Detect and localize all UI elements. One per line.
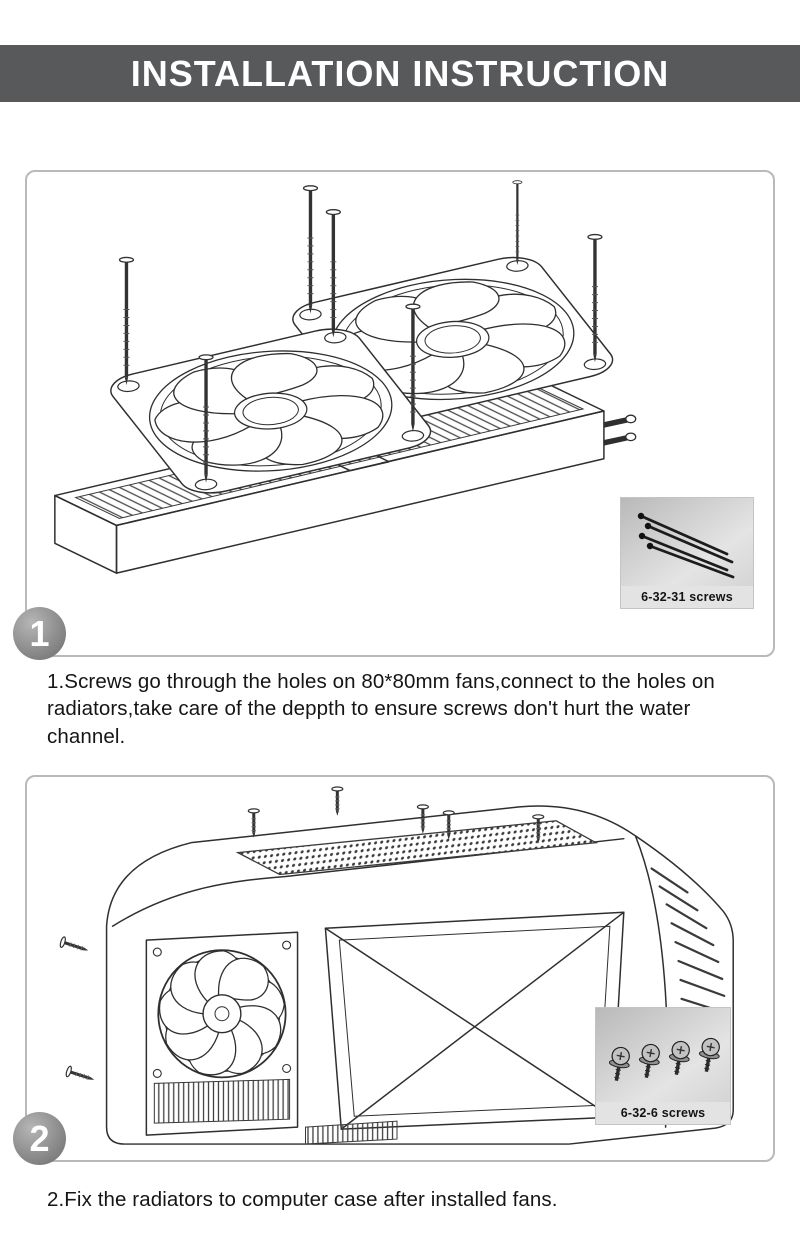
fans-radiator-exploded-diagram (54, 179, 637, 574)
computer-case-illustration (105, 805, 734, 1145)
screws-label-1: 6-32-31 screws (621, 586, 753, 608)
screws-photo-inset-2: 6-32-6 screws (596, 1008, 730, 1124)
radiator-fittings (603, 414, 637, 446)
side-window (324, 911, 625, 1130)
drive-bay (305, 1120, 398, 1145)
computer-case-radiator-install-diagram (57, 785, 734, 1145)
step-number-badge-2: 2 (13, 1112, 66, 1165)
page-title: INSTALLATION INSTRUCTION (130, 52, 670, 94)
title-banner: INSTALLATION INSTRUCTION (0, 45, 800, 102)
fan-left-illustration (101, 323, 440, 498)
short-screws-photo (608, 1037, 720, 1081)
installed-radiator-fan (145, 931, 299, 1136)
front-bezel-grill (650, 867, 727, 1014)
screws-photo-inset-1: 6-32-31 screws (621, 498, 753, 608)
step-2-figure-frame: 6-32-6 screws 2 (13, 775, 775, 1165)
step-2-caption: 2.Fix the radiators to computer case aft… (47, 1188, 558, 1211)
pan-head-screws (608, 1037, 720, 1081)
step-number-badge-1: 1 (13, 607, 66, 660)
long-screws-photo (637, 512, 735, 579)
step-1-caption: 1.Screws go through the holes on 80*80mm… (47, 670, 715, 748)
step-1-figure-frame: 6-32-31 screws 1 (13, 170, 775, 660)
top-mesh-vent (235, 820, 599, 876)
screws-label-2: 6-32-6 screws (596, 1102, 730, 1124)
